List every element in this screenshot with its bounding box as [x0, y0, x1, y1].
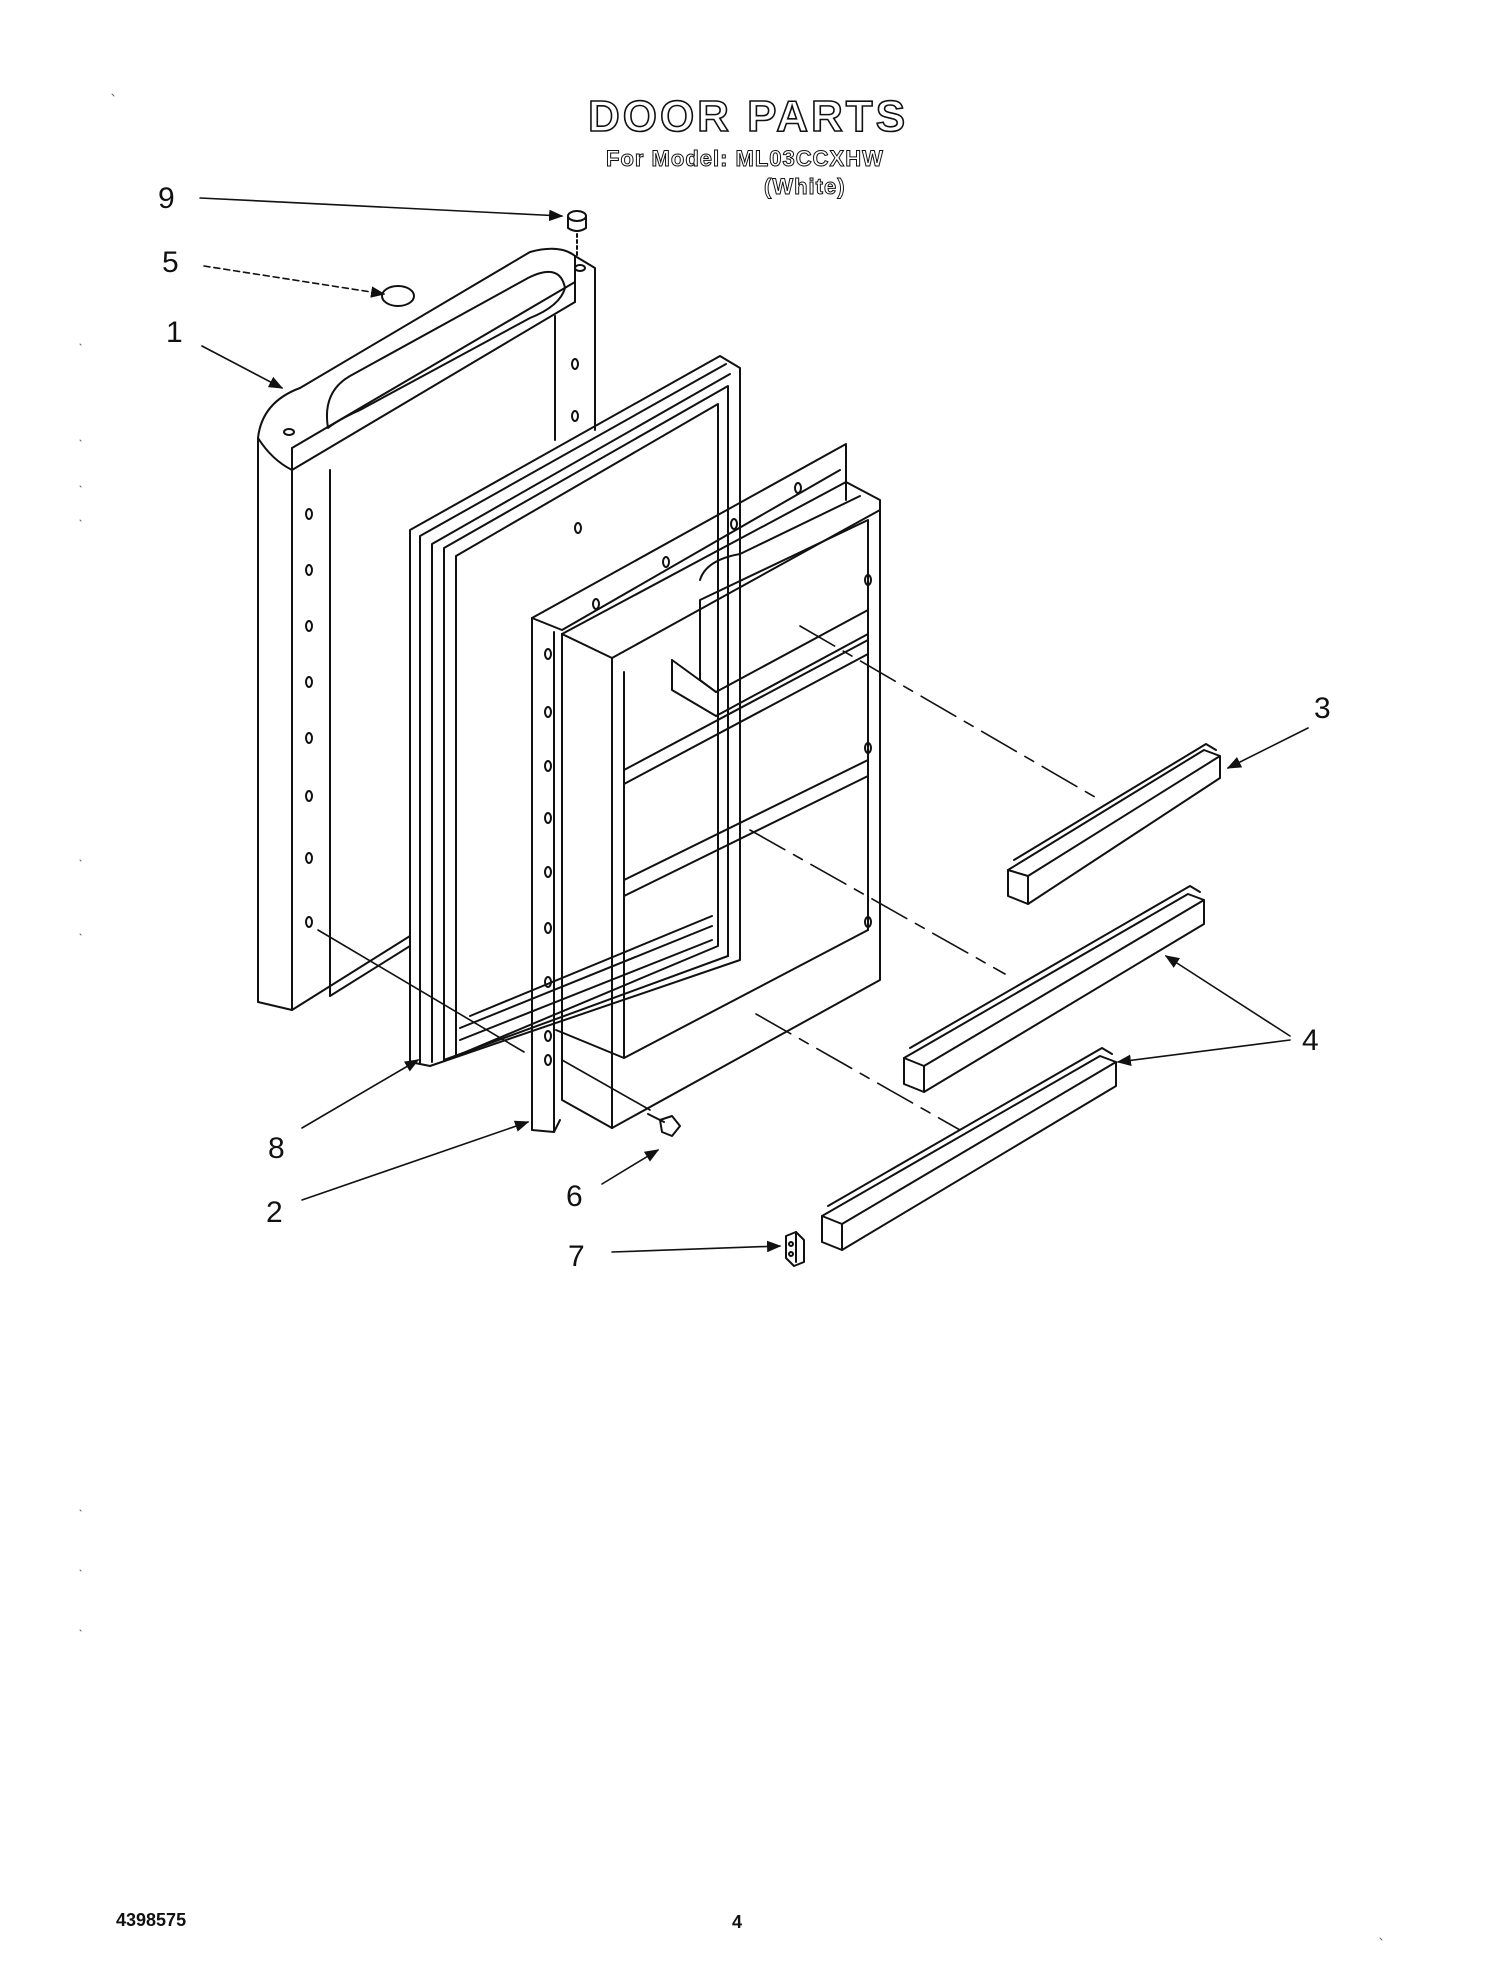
- part-3-shelf-bar-upper: [1007, 743, 1221, 905]
- document-number: 4398575: [116, 1910, 187, 1930]
- mounting-hole: [662, 556, 670, 568]
- mounting-hole: [864, 742, 872, 754]
- mounting-hole: [544, 1030, 552, 1042]
- mounting-hole: [544, 812, 552, 824]
- model-info: For Model: ML03CCXHW (White): [606, 146, 884, 200]
- mounting-hole: [544, 976, 552, 988]
- mounting-hole: [574, 522, 582, 534]
- mounting-hole: [544, 706, 552, 718]
- callout-1: 1: [166, 316, 183, 349]
- mounting-hole: [794, 482, 802, 494]
- mounting-hole: [544, 1054, 552, 1066]
- callout-2: 2: [266, 1196, 283, 1229]
- mounting-hole: [305, 508, 313, 520]
- part-6-screw: [647, 1113, 681, 1137]
- mounting-hole: [544, 922, 552, 934]
- mounting-hole: [305, 916, 313, 928]
- part-2-liner-holes: [544, 482, 872, 1066]
- page-title: DOOR PARTS: [587, 91, 909, 142]
- mounting-hole: [571, 410, 579, 422]
- mounting-hole: [305, 564, 313, 576]
- mounting-hole: [592, 598, 600, 610]
- mounting-hole: [305, 852, 313, 864]
- part-9-plug: [567, 210, 587, 257]
- part-8-door-gasket: [409, 355, 741, 1067]
- part-5-cap: [381, 285, 415, 307]
- mounting-hole: [864, 916, 872, 928]
- mounting-hole: [544, 866, 552, 878]
- mounting-hole: [571, 358, 579, 370]
- callout-9: 9: [158, 182, 175, 215]
- mounting-hole: [544, 760, 552, 772]
- part-4-shelf-bar-lower: [821, 1047, 1117, 1251]
- mounting-hole: [864, 574, 872, 586]
- part-1-hinge-holes: [305, 358, 582, 928]
- model-number: For Model: ML03CCXHW: [606, 146, 884, 172]
- mounting-hole: [305, 732, 313, 744]
- mounting-hole: [544, 648, 552, 660]
- assembly-lines: [317, 625, 1101, 1131]
- callout-4: 4: [1302, 1024, 1319, 1057]
- mounting-hole: [730, 518, 738, 530]
- callout-7: 7: [568, 1240, 585, 1273]
- part-1-door-panel: [257, 247, 596, 1011]
- model-color: (White): [764, 174, 846, 200]
- page-number: 4: [732, 1912, 743, 1932]
- callout-6: 6: [566, 1180, 583, 1213]
- mounting-hole: [305, 790, 313, 802]
- callout-5: 5: [162, 246, 179, 279]
- margin-marks: [79, 93, 1383, 1941]
- mounting-hole: [305, 676, 313, 688]
- part-2-door-liner: [531, 443, 881, 1133]
- leader-arrows: [199, 197, 1309, 1253]
- part-7-hinge: [785, 1231, 805, 1267]
- mounting-hole: [305, 620, 313, 632]
- part-4-shelf-bar-middle: [903, 885, 1205, 1093]
- callout-3: 3: [1314, 692, 1331, 725]
- callout-8: 8: [268, 1132, 285, 1165]
